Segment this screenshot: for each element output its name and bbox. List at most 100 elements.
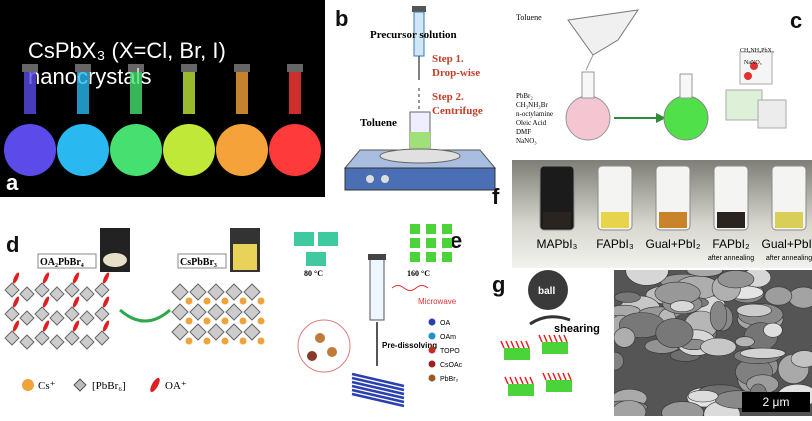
ligand-chain	[543, 334, 548, 343]
nanowire	[351, 392, 405, 408]
panel-c-diagram: Toluene CH₃NH₃PbX₃ NaNO₃ PbBr₂CH₃NH₃Brn-…	[516, 9, 787, 145]
sem-grain	[604, 351, 624, 371]
oa-ligand	[12, 320, 20, 332]
platelet	[318, 232, 338, 246]
pbbr6-octahedron	[189, 303, 207, 321]
legend-label: OAm	[440, 334, 456, 341]
conversion-arrow	[119, 308, 171, 323]
nanowires	[351, 372, 405, 408]
precursor-particle	[315, 333, 325, 343]
pbbr6-octahedron	[171, 283, 189, 301]
vial-label: Gual+PbI₂	[645, 237, 700, 251]
sem-grain	[788, 286, 812, 309]
ligand-chain	[553, 334, 558, 343]
sem-grain	[763, 322, 783, 338]
oa-title-box	[37, 253, 97, 269]
legend-marker	[428, 360, 436, 368]
legend-label: CsOAc	[440, 362, 463, 369]
flask-body	[57, 124, 109, 176]
cs-legend-label: Cs⁺	[38, 380, 56, 392]
crystal-box-1	[725, 89, 763, 121]
shearing-arrow	[529, 315, 571, 326]
step1-label: Step 1.	[432, 53, 464, 65]
legend-marker	[428, 318, 436, 326]
cs-ion	[221, 317, 229, 325]
knob-2	[381, 175, 389, 183]
toluene-flask	[567, 9, 640, 56]
ingredient-label: DMF	[516, 128, 531, 136]
pbbr6-octahedron	[94, 306, 110, 322]
dropwise-label: Drop-wise	[432, 67, 480, 79]
cs-ion	[257, 297, 265, 305]
ligand-chain	[525, 340, 530, 349]
flask-cap	[181, 64, 197, 72]
vial-sublabel: after annealing	[766, 255, 812, 262]
layered-lattice	[4, 272, 110, 350]
sem-grain	[739, 347, 786, 359]
oa2pbbr4-label: OA₂PbBr₄	[40, 257, 84, 268]
oa-ligand	[102, 296, 110, 308]
panel-e-diagram: 80 °C 160 °C Microwave Pre-dissolving OA…	[294, 224, 463, 408]
precursor-particle-3	[307, 351, 317, 361]
cs-ion	[239, 337, 247, 345]
nanocube	[426, 238, 436, 248]
pbbr6-legend-icon	[73, 378, 87, 392]
flask-body	[4, 124, 56, 176]
pbbr6-octahedron	[79, 334, 95, 350]
pbbr6-octahedron	[64, 330, 80, 346]
syringe-plunger	[412, 6, 426, 12]
nanocubes	[410, 224, 452, 262]
green-flask	[663, 95, 709, 141]
hotplate-base	[344, 167, 496, 191]
sem-grain	[735, 336, 755, 348]
shearing-label: shearing	[554, 323, 600, 335]
ligand-chain	[558, 334, 563, 343]
legend-label: OA	[440, 320, 450, 327]
oa-ligand	[102, 272, 110, 284]
ligand-chain	[552, 372, 557, 381]
oa-legend-label: OA⁺	[165, 380, 187, 392]
pbbr6-octahedron	[79, 310, 95, 326]
zoom-circle	[297, 319, 351, 373]
temp-80-label: 80 °C	[304, 269, 323, 278]
platelets	[294, 232, 338, 266]
nano3-dot	[750, 62, 758, 70]
oa-legend-icon	[150, 377, 160, 393]
ligand-chain	[557, 372, 562, 381]
pink-flask	[565, 95, 611, 141]
sem-grain	[613, 327, 636, 348]
legend-marker	[428, 346, 436, 354]
knob-1	[366, 175, 374, 183]
cs-ion	[257, 317, 265, 325]
cspbbr3-label: CsPbBr₃	[180, 257, 217, 268]
centrifuge-label: Centrifuge	[432, 105, 483, 117]
ligand-chain	[509, 376, 514, 385]
pink-flask-neck	[581, 71, 595, 99]
crystal-core	[546, 380, 572, 392]
pbbr6-octahedron	[189, 323, 207, 341]
toluene-label: Toluene	[360, 117, 397, 129]
flask-body	[216, 124, 268, 176]
flask-body	[110, 124, 162, 176]
vial-sublabel: after annealing	[708, 255, 754, 262]
oa-ligand	[72, 296, 80, 308]
scale-bar: 2 μm	[742, 392, 810, 412]
legend-label: TOPO	[440, 348, 460, 355]
nanocube	[442, 224, 452, 234]
ligand-chain	[514, 376, 519, 385]
flask-cap	[22, 64, 38, 72]
label-g: g	[492, 272, 506, 297]
pbbr6-octahedron	[34, 282, 50, 298]
vial-label: FAPbI₃	[596, 237, 634, 251]
panel-g-diagram: ball shearing	[500, 270, 600, 396]
pbbr6-octahedron	[4, 282, 20, 298]
vial-powder	[717, 212, 745, 228]
pbbr6-octahedron	[225, 283, 243, 301]
cs-ion	[185, 317, 193, 325]
sem-grain	[709, 301, 728, 331]
cs-vial-content	[233, 244, 257, 270]
ingredient-label: PbBr₂	[516, 92, 533, 100]
panel-d-diagram: OA₂PbBr₄ CsPbBr₃ Cs⁺ [PbBr₆] OA⁺	[4, 228, 265, 393]
pbbr6-octahedron	[34, 306, 50, 322]
